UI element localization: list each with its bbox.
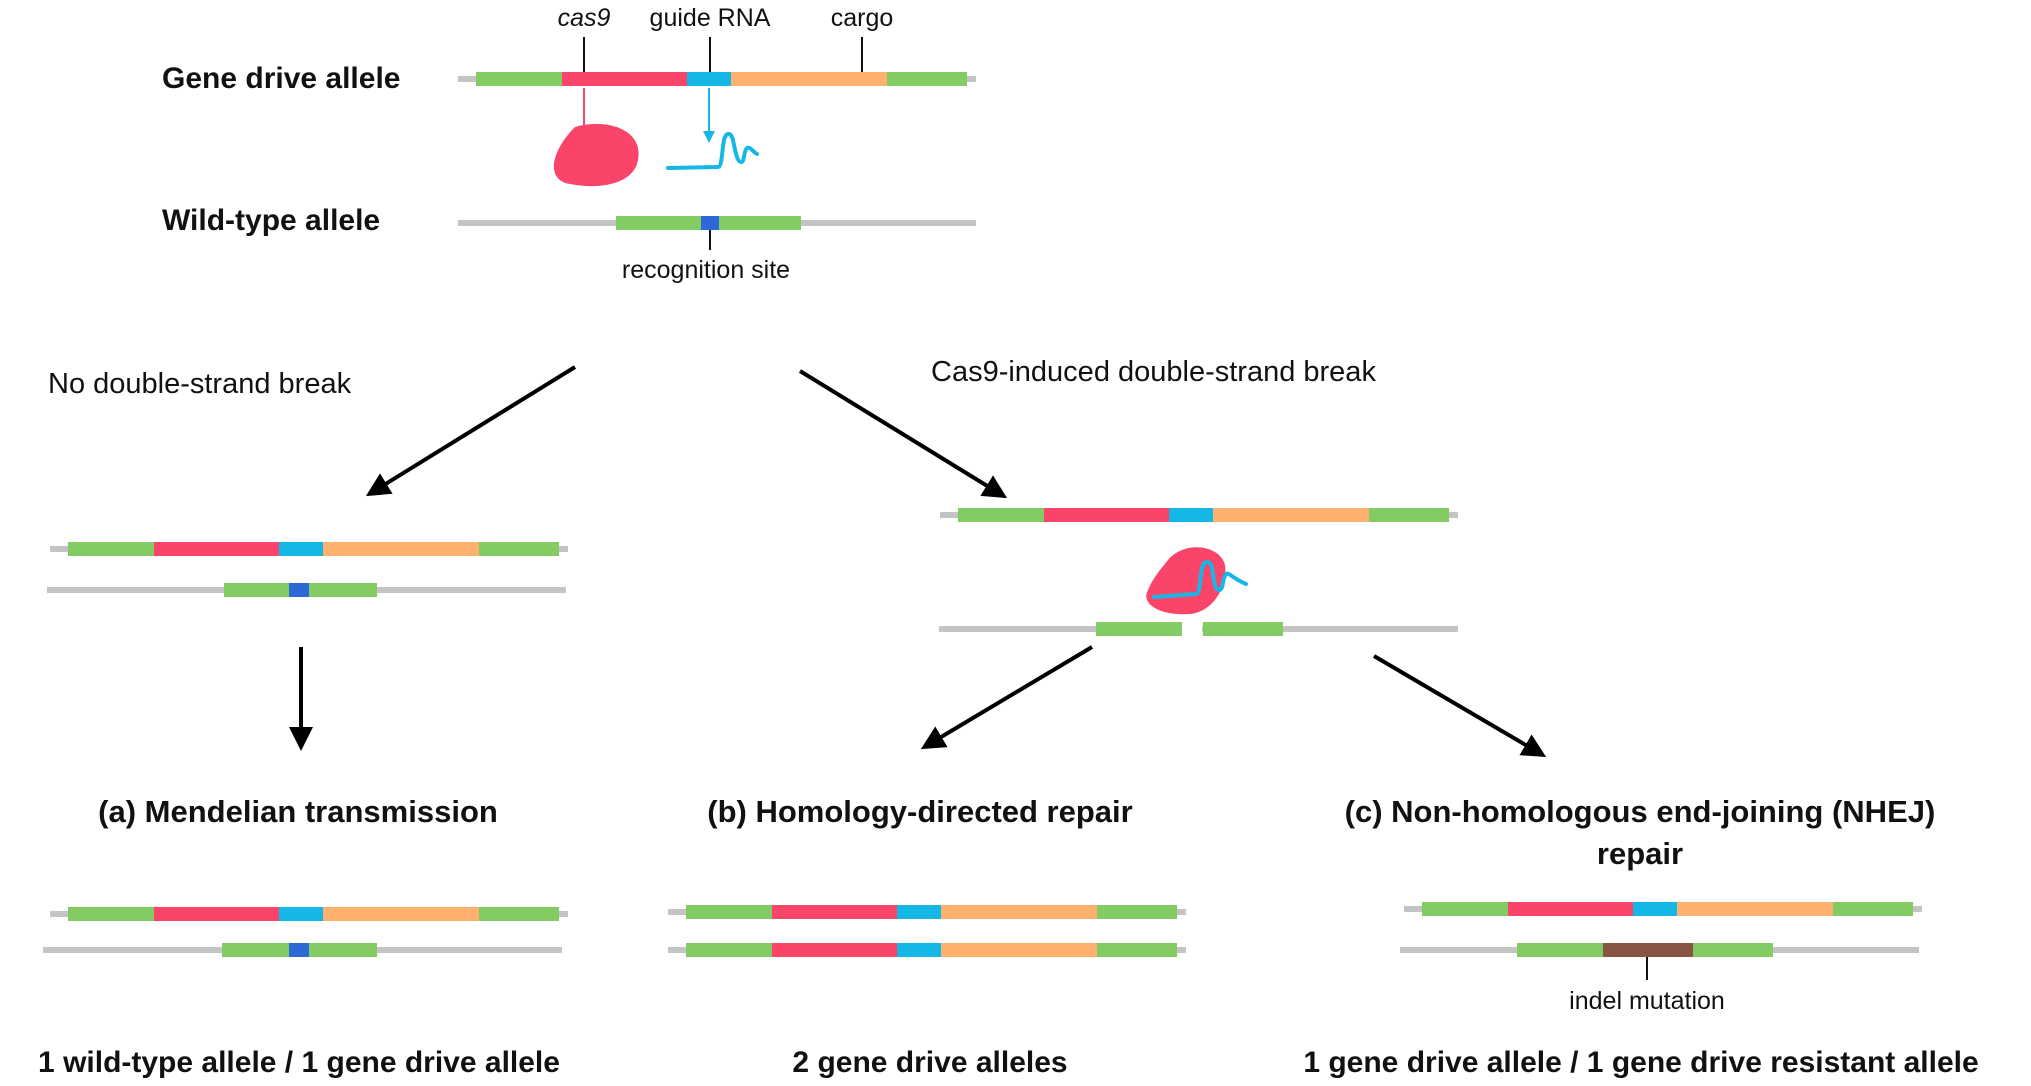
gene-drive-allele-label: Gene drive allele	[162, 62, 400, 95]
left-middle-wild-type-allele	[47, 583, 566, 597]
arrow-to-no-dsb	[365, 365, 577, 497]
hdr-title: (b) Homology-directed repair	[707, 794, 1132, 829]
dsb-label: Cas9-induced double-strand break	[931, 356, 1376, 388]
no-dsb-label: No double-strand break	[48, 368, 352, 400]
cargo-label: cargo	[831, 4, 894, 32]
indel-mutation-label: indel mutation	[1569, 987, 1725, 1015]
outcome-c-gene-drive-allele	[1404, 902, 1922, 916]
arrow-to-nhej	[1372, 654, 1547, 758]
guide-rna-icon	[666, 132, 759, 170]
outcome-b-gene-drive-allele-2	[668, 943, 1186, 957]
outcome-a-gene-drive-allele	[50, 907, 568, 921]
outcome-a-wild-type-allele	[43, 943, 562, 957]
right-middle-gene-drive-allele	[940, 508, 1458, 522]
result-c: 1 gene drive allele / 1 gene drive resis…	[1303, 1046, 1978, 1079]
outcome-b-gene-drive-allele-1	[668, 905, 1186, 919]
arrow-to-dsb	[798, 369, 1008, 499]
nhej-title-line2: repair	[1597, 836, 1683, 871]
outcome-c-resistant-allele	[1400, 943, 1919, 957]
nhej-title-line1: (c) Non-homologous end-joining (NHEJ)	[1345, 794, 1936, 829]
guide-rna-label: guide RNA	[650, 4, 771, 32]
cas9-label: cas9	[558, 4, 611, 32]
right-middle-broken-allele	[939, 622, 1458, 636]
result-a: 1 wild-type allele / 1 gene drive allele	[38, 1046, 560, 1079]
wild-type-allele-label: Wild-type allele	[162, 204, 380, 237]
left-middle-gene-drive-allele	[50, 542, 568, 556]
gene-drive-allele-top	[458, 72, 976, 86]
cas9-protein-icon	[553, 123, 639, 187]
recognition-site-label: recognition site	[622, 256, 790, 284]
result-b: 2 gene drive alleles	[792, 1046, 1067, 1079]
mendelian-title: (a) Mendelian transmission	[98, 794, 498, 829]
arrow-to-hdr	[920, 645, 1094, 750]
wild-type-allele-top	[458, 216, 976, 230]
cas9-grna-complex-icon	[1146, 547, 1248, 615]
